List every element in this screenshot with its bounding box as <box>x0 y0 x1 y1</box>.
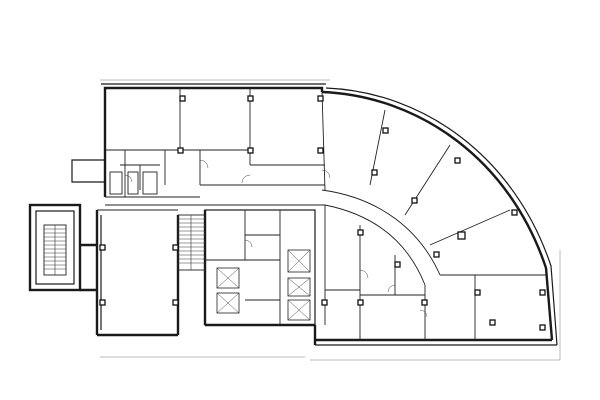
exterior-walls <box>95 83 558 346</box>
wc-units <box>109 171 158 195</box>
columns <box>99 95 546 331</box>
corridor <box>105 184 325 206</box>
central-stair <box>177 214 206 271</box>
left-stair-annex <box>28 203 97 292</box>
door-swings <box>124 159 428 318</box>
curved-wing-partitions <box>321 91 546 340</box>
elevator-shafts <box>216 249 311 321</box>
stair-treads-left <box>44 228 66 270</box>
dimension-lines <box>100 79 561 361</box>
central-core <box>204 209 316 326</box>
balcony-left <box>71 159 105 183</box>
left-wing-partitions <box>97 209 178 330</box>
